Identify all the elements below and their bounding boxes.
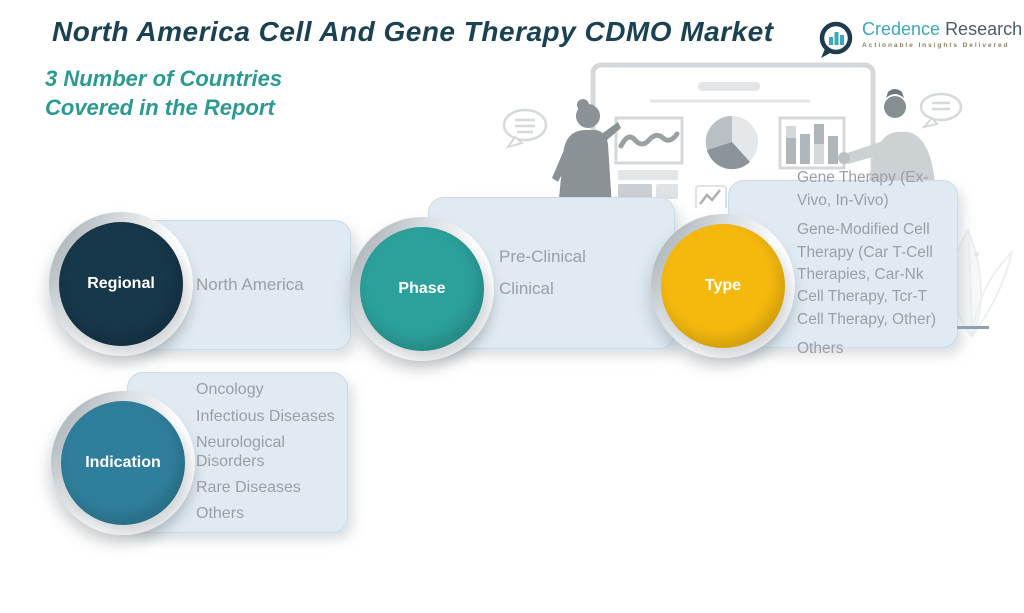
logo-brand-primary: Credence <box>862 19 941 39</box>
divider-line <box>957 326 989 329</box>
phase-item: Pre-Clinical <box>499 246 586 266</box>
subtitle-line-2: Covered in the Report <box>45 95 275 121</box>
phase-circle-badge: Phase <box>360 227 484 351</box>
speech-bubble-left-icon <box>502 108 548 149</box>
subtitle-line-1: 3 Number of Countries <box>45 66 283 91</box>
type-item: Gene Therapy (Ex-Vivo, In-Vivo) <box>797 169 929 209</box>
page-title: North America Cell And Gene Therapy CDMO… <box>52 16 774 47</box>
page-subtitle: 3 Number of Countries Covered in the Rep… <box>45 64 282 122</box>
type-item: Others <box>797 340 844 358</box>
regional-circle-badge: Regional <box>59 222 183 346</box>
indication-item: Infectious Diseases <box>196 407 335 425</box>
leaf-decoration <box>951 227 1014 339</box>
woman-presenter-figure <box>552 99 621 208</box>
bar-chart-panel <box>778 116 846 170</box>
phase-label: Phase <box>398 280 446 297</box>
type-label: Type <box>704 277 742 294</box>
pie-chart <box>705 115 758 170</box>
indication-item: Neurological Disorders <box>196 434 285 470</box>
regional-item: North America <box>196 274 304 294</box>
chart-bubble-logo-icon <box>819 21 853 58</box>
logo-tagline: Actionable Insights Delivered <box>862 41 1010 49</box>
phase-item: Clinical <box>499 279 554 298</box>
indication-item: Others <box>196 505 245 523</box>
logo-brand-name: Credence Research <box>862 19 1023 40</box>
dot-decoration <box>974 252 979 257</box>
type-card: Gene Therapy (Ex-Vivo, In-Vivo) Gene-Mod… <box>728 169 958 357</box>
line-chart-panel <box>614 116 684 165</box>
credence-research-logo: Credence Research Actionable Insights De… <box>816 19 1023 60</box>
indication-circle-badge: Indication <box>61 401 185 525</box>
logo-brand-secondary: Research <box>945 19 1023 39</box>
regional-label: Regional <box>87 275 155 292</box>
speech-bubble-right-icon <box>919 92 963 129</box>
indication-item: Oncology <box>196 381 264 399</box>
indication-item: Rare Diseases <box>196 478 301 496</box>
indication-label: Indication <box>85 454 161 471</box>
presentation-illustration <box>502 62 963 208</box>
type-item: Gene-Modified Cell Therapy (Car T-Cell T… <box>797 221 936 328</box>
type-circle-badge: Type <box>661 224 785 348</box>
trend-icon <box>695 185 727 208</box>
